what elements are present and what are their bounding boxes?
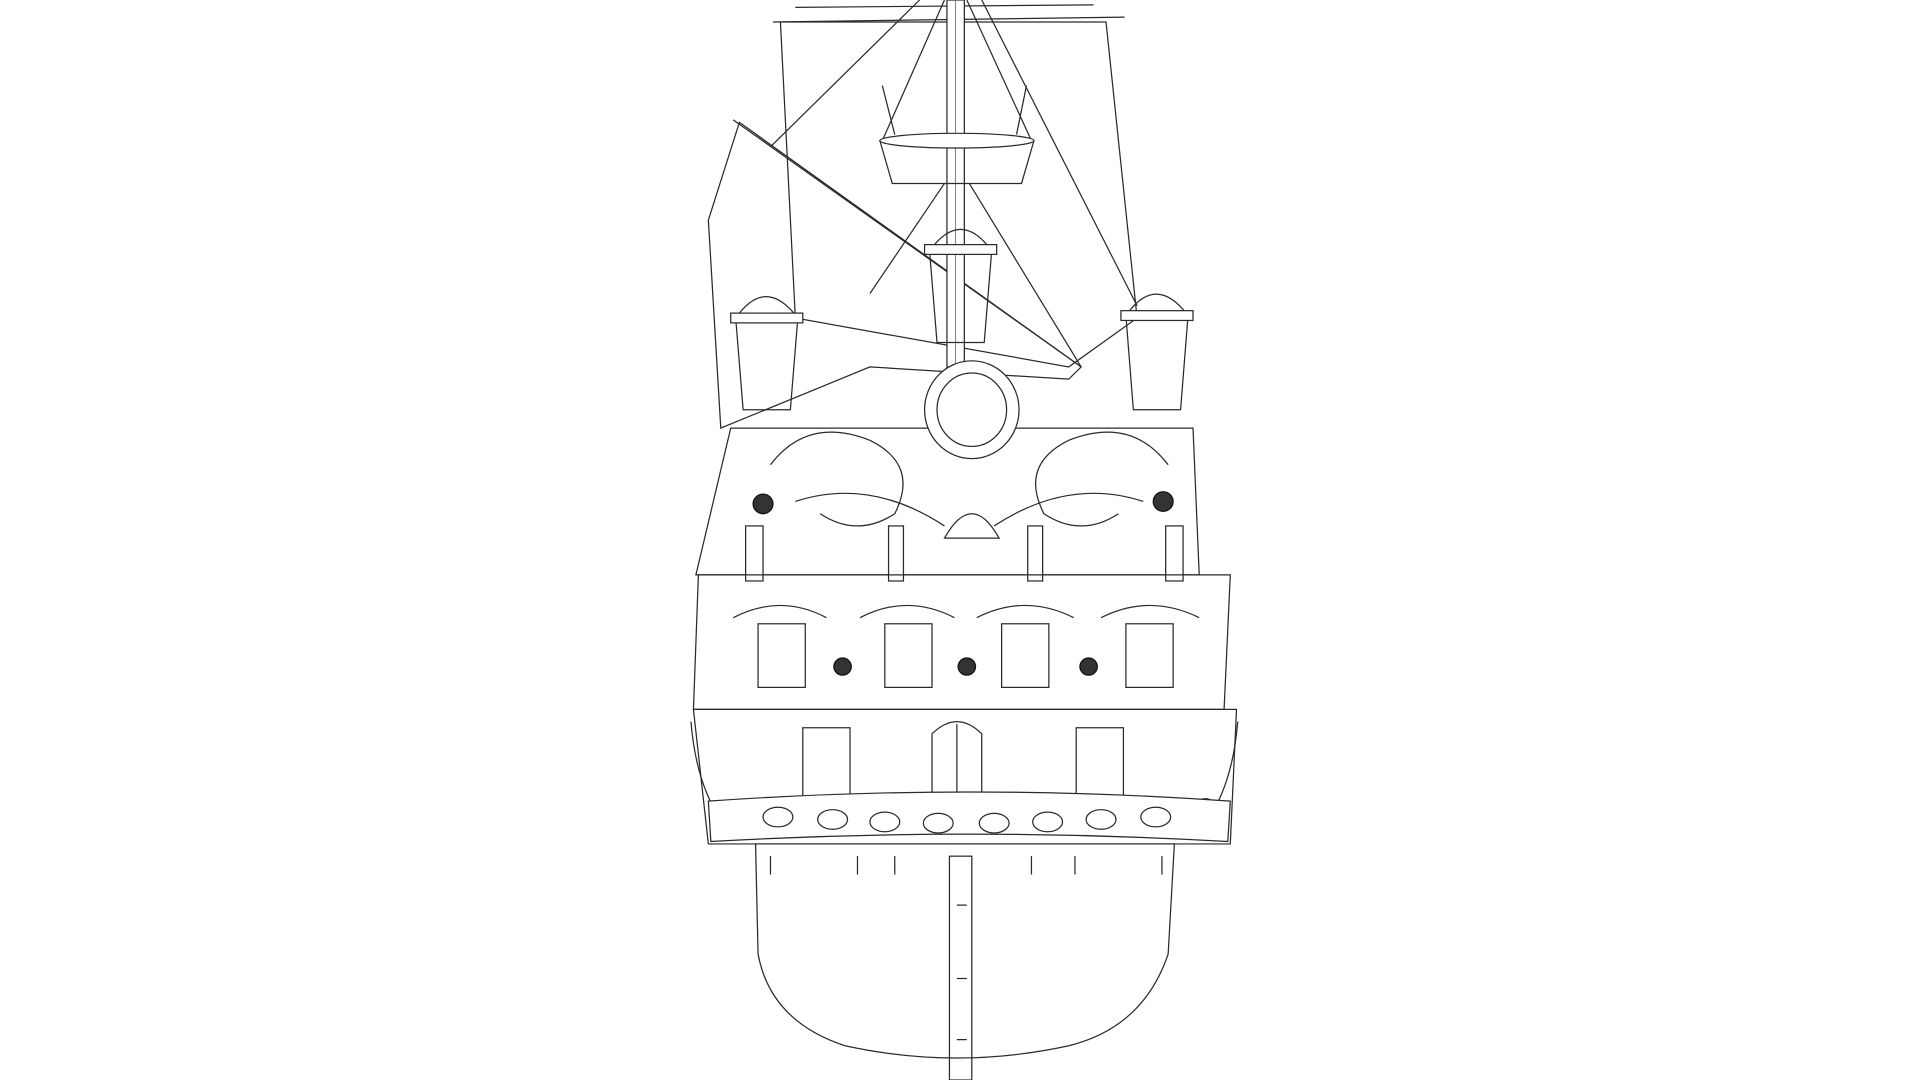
mast [770,0,1138,368]
lateen-sail [707,119,1083,429]
lantern-center [923,228,998,344]
window-2 [859,604,955,688]
lantern-left [730,295,804,411]
window-1 [732,604,827,688]
window-3 [976,604,1074,688]
hull [754,843,1176,1059]
stern-gallery [692,574,1231,711]
window-4 [1100,604,1200,688]
lantern-right [1120,293,1194,411]
upper-transom [695,360,1200,582]
rudder [948,855,973,1080]
lower-gallery [690,708,1239,845]
